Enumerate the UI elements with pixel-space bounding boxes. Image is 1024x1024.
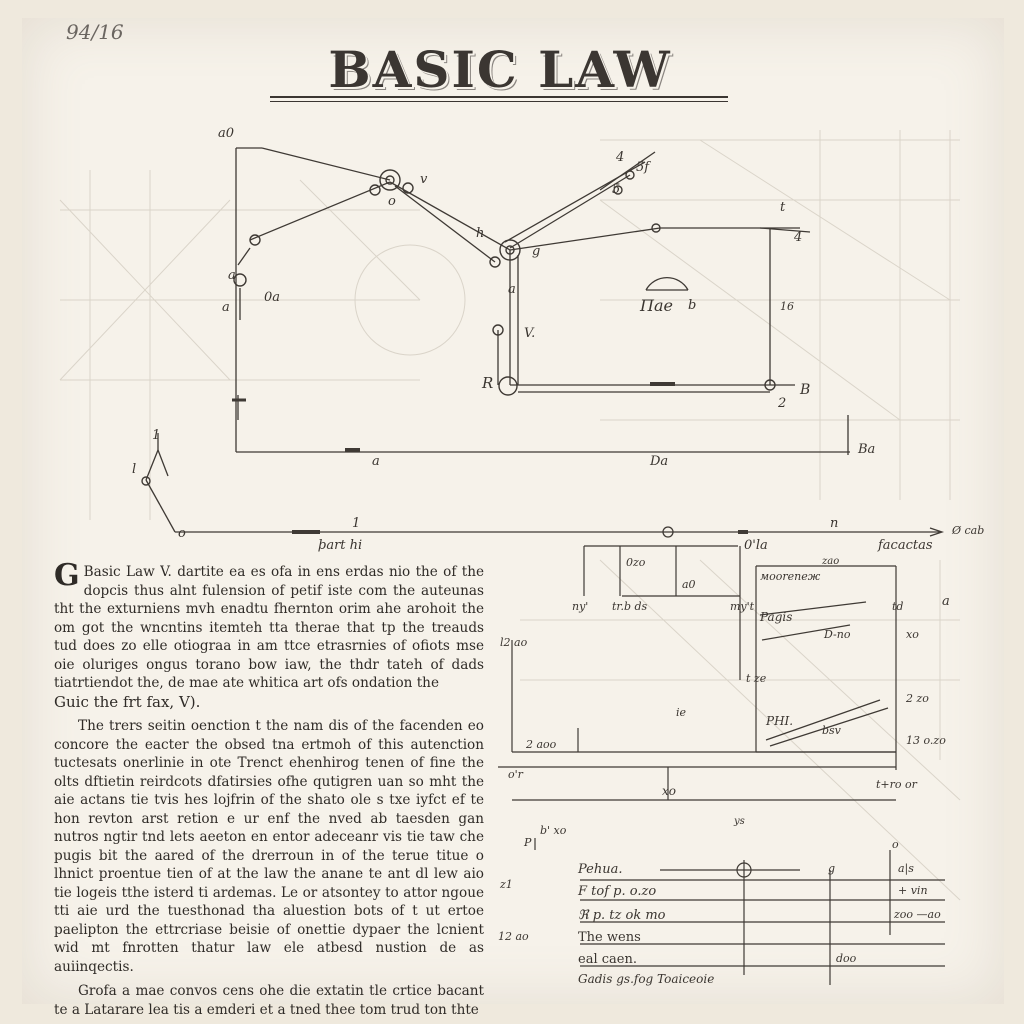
label-4-tag: 4: [616, 150, 625, 165]
axis-caption-r: facactas: [878, 538, 933, 553]
table-row-6-left: Gadis gs.fog Toaiceoie: [578, 972, 715, 986]
label-a-side-2: a: [222, 300, 230, 315]
title-underline-2: [270, 101, 728, 102]
ld-label-o: o: [892, 838, 899, 851]
label-g-node: g: [532, 244, 541, 259]
ld-box-label: мooreneж: [760, 570, 821, 583]
label-v-lower: V.: [524, 326, 536, 341]
label-a-bottom: a: [372, 454, 380, 469]
ld-label-bxo: b' xo: [540, 824, 567, 837]
paragraph-1-last-line: Guic the frt fax, V).: [54, 692, 201, 711]
label-b-small: b: [688, 298, 697, 313]
label-ba: Ba: [858, 442, 876, 457]
lower-diagram: [498, 545, 945, 985]
table-row-2-right2: + vin: [898, 884, 928, 897]
label-da-bottom: Da: [650, 454, 669, 469]
ld-label-myt: my't: [730, 600, 755, 613]
ld-label-z1: z1: [500, 878, 513, 891]
ld-label-2aoo: 2 aoo: [526, 738, 557, 751]
upper-mechanism: [145, 147, 850, 533]
title-underline-1: [270, 96, 728, 98]
ld-label-xo: xo: [906, 628, 919, 641]
label-16: 16: [780, 300, 794, 313]
ld-label-trb: tr.b ds: [612, 600, 648, 613]
label-a-node: a: [508, 282, 516, 297]
ld-label-13: 13 o.zo: [906, 734, 946, 747]
label-a0: a0: [218, 126, 235, 141]
axis-label-left-mark: 1: [152, 428, 161, 443]
ld-label-0la: 0'la: [744, 538, 768, 553]
ld-label-ie: ie: [676, 706, 687, 719]
label-plate: Пae: [640, 296, 673, 315]
label-b-right: B: [800, 382, 811, 398]
paragraph-1: G Basic Law V. dartite ea es ofa in ens …: [54, 558, 484, 693]
axis-label-far-right: Ø cab: [952, 524, 985, 537]
paragraph-1-text: Basic Law V. dartite ea es ofa in ens er…: [54, 564, 484, 691]
mechanism-joints: [141, 169, 776, 486]
table-row-5-left: eal caen.: [578, 952, 637, 967]
table-row-3-right2: zoo —ao: [894, 908, 941, 921]
ld-label-12ao: 12 ao: [498, 930, 529, 943]
label-r-node: R: [482, 374, 494, 392]
table-row-1-right1: g: [828, 862, 836, 875]
label-o-node: o: [388, 194, 396, 209]
table-row-2-left: F tof p. o.zo: [578, 884, 657, 899]
ld-label-zao: zao: [822, 556, 840, 567]
label-5-tag: 5: [612, 182, 621, 197]
ld-label-p: P: [524, 836, 532, 849]
corner-mark: 94/16: [66, 20, 124, 44]
label-4-right: 4: [794, 230, 803, 245]
label-two: 2: [778, 396, 787, 411]
ld-label-phi: PHI.: [766, 714, 794, 728]
axis-label-o: o: [178, 526, 186, 541]
ld-label-bsv: bsv: [822, 724, 841, 737]
table-row-4-left: The wens: [578, 930, 641, 945]
ld-label-2zo: 2 zo: [906, 692, 929, 705]
axis-label-1: 1: [352, 516, 361, 531]
label-h-node: h: [476, 226, 485, 241]
table-row-1-right2: a|s: [898, 862, 914, 875]
page-title: BASIC LAW: [328, 40, 672, 99]
ld-label-a0: a0: [682, 578, 696, 591]
table-row-5-right1: doo: [836, 952, 857, 965]
paragraph-2: The trers seitin oenction t the nam dis …: [54, 718, 484, 975]
label-t-top: t: [780, 200, 786, 215]
label-5f: 5f: [636, 160, 650, 175]
horizontal-axis: [175, 526, 945, 538]
table-row-1-left: Pehua.: [578, 862, 623, 877]
table-row-3-left: ℜ p. tz ok mo: [578, 908, 666, 923]
ld-label-tro: t+ro or: [876, 778, 917, 791]
ld-label-l2ao: l2 ao: [500, 636, 528, 649]
ld-label-ny: ny': [572, 600, 589, 613]
label-0a: 0a: [264, 290, 281, 305]
axis-label-bart: þart hi: [318, 538, 363, 553]
ld-label-dno: D-no: [824, 628, 851, 641]
ld-label-pagis: Pagis: [760, 610, 793, 624]
document-page: [22, 18, 1004, 1004]
body-text: G Basic Law V. dartite ea es ofa in ens …: [54, 558, 484, 1019]
ld-label-td: td: [892, 600, 904, 613]
paragraph-3: Grofa a mae convos cens ohe die extatin …: [54, 983, 484, 1018]
ld-label-tze: t ze: [746, 672, 767, 685]
drop-cap: G: [54, 558, 80, 593]
ld-label-0zo: 0zo: [626, 556, 646, 569]
axis-label-n: n: [830, 516, 839, 531]
ld-label-a-right: a: [942, 594, 950, 609]
ld-label-ys: ys: [734, 816, 745, 827]
label-v-node: v: [420, 172, 428, 187]
ld-label-xo-2: xo: [662, 784, 676, 798]
axis-label-ia: l: [132, 462, 137, 477]
label-a-side-1: a: [228, 268, 236, 283]
ld-label-or: o'r: [508, 768, 523, 781]
